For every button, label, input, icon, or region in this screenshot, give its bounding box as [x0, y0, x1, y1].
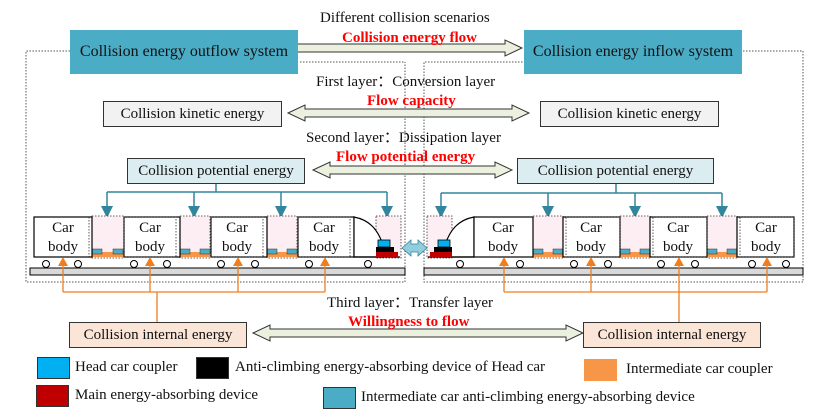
- right-internal-distribution: [503, 263, 768, 322]
- legend-label-head-car-coupler: Head car coupler: [75, 359, 178, 375]
- main-energy-absorbing-swatch: [36, 385, 69, 407]
- left-potential-energy-box: Collision potential energy: [127, 158, 305, 184]
- car-body-shape: [649, 216, 708, 258]
- flow-potential-energy-arrow: [311, 161, 514, 179]
- wheels: [42, 260, 790, 268]
- scenarios-label: Different collision scenarios: [320, 10, 490, 26]
- right-internal-energy-box: Collision internal energy: [583, 322, 761, 348]
- left-head-car-devices: [376, 239, 398, 257]
- first-layer-label: First layer：Conversion layer: [316, 74, 496, 90]
- flow-capacity-label: Flow capacity: [367, 93, 456, 109]
- collision-energy-flow-label: Collision energy flow: [342, 30, 477, 46]
- left-rail: [29, 267, 406, 276]
- left-internal-distribution: [62, 263, 326, 322]
- right-kinetic-energy-box: Collision kinetic energy: [540, 101, 719, 127]
- legend-label-main-energy-absorbing: Main energy-absorbing device: [75, 387, 258, 403]
- collision-impact-arrow: [401, 239, 428, 257]
- right-intermediate-couplers: [532, 248, 738, 257]
- left-train: [33, 216, 400, 258]
- right-potential-distribution: [435, 183, 728, 218]
- car-body-shape: [33, 216, 93, 258]
- car-body-shape: [210, 216, 268, 258]
- intermediate-coupler-swatch: [584, 359, 617, 381]
- right-potential-energy-box: Collision potential energy: [517, 158, 714, 184]
- legend-label-intermediate-coupler: Intermediate car coupler: [626, 361, 773, 377]
- car-body-shape: [562, 216, 621, 258]
- head-car-coupler-swatch: [37, 357, 70, 379]
- flow-potential-energy-label: Flow potential energy: [336, 149, 476, 165]
- left-internal-arrowheads: [58, 257, 330, 266]
- willingness-to-flow-label: Willingness to flow: [348, 314, 470, 330]
- right-rail: [423, 267, 804, 276]
- legend-label-anti-climbing-head-car: Anti-climbing energy-absorbing device of…: [235, 359, 546, 375]
- third-layer-label: Third layer：Transfer layer: [327, 295, 494, 311]
- left-kinetic-energy-box: Collision kinetic energy: [103, 101, 282, 127]
- anti-climbing-head-car-swatch: [196, 357, 229, 379]
- right-internal-arrowheads: [499, 257, 772, 266]
- right-head-car-devices: [430, 239, 452, 257]
- left-internal-energy-box: Collision internal energy: [69, 322, 247, 348]
- flow-capacity-arrow: [286, 104, 531, 122]
- car-body-shape: [473, 216, 534, 258]
- car-body-shape: [736, 216, 795, 258]
- inflow-system-frame: [423, 50, 804, 283]
- outflow-system-box: Collision energy outflow system: [70, 30, 298, 74]
- car-body-shape: [123, 216, 181, 258]
- second-layer-label: Second layer：Dissipation layer: [306, 130, 501, 146]
- inflow-system-box: Collision energy inflow system: [524, 30, 742, 74]
- left-intermediate-couplers: [91, 248, 298, 257]
- car-body-shape: [297, 216, 355, 258]
- intermediate-anti-climbing-swatch: [323, 387, 356, 409]
- legend-label-intermediate-anti-climbing: Intermediate car anti-climbing energy-ab…: [361, 389, 695, 405]
- left-potential-distribution: [101, 183, 393, 218]
- right-train: [428, 216, 795, 258]
